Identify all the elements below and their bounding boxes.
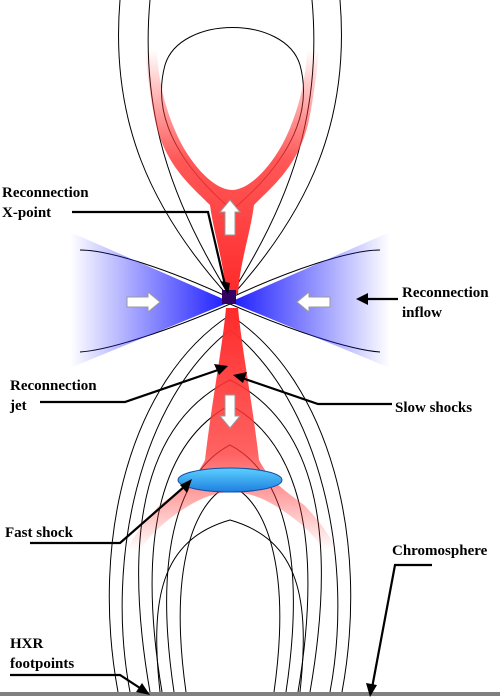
chromosphere-label: Chromosphere	[392, 543, 488, 559]
inflow-label-line2: inflow	[402, 305, 442, 321]
label-reconnection-xpoint: Reconnection X-point	[2, 185, 89, 221]
xpoint-label-line1: Reconnection	[2, 185, 89, 201]
label-reconnection-inflow: Reconnection inflow	[402, 285, 489, 321]
right-inflow-arrow	[296, 290, 331, 314]
upper-reconnection-jet	[145, 50, 319, 294]
fast-shock-label: Fast shock	[5, 525, 74, 541]
label-hxr-footpoints: HXR footpoints	[10, 636, 74, 672]
jet-label-line2: jet	[9, 398, 27, 414]
jet-label-line1: Reconnection	[10, 378, 97, 394]
pointer-lines	[10, 210, 432, 697]
fast-shock-disc	[177, 467, 283, 493]
slow-shocks-label: Slow shocks	[395, 400, 472, 416]
left-inflow-arrow	[126, 290, 161, 314]
hxr-label-line1: HXR	[10, 636, 44, 652]
flow-arrows	[126, 199, 331, 429]
label-reconnection-jet: Reconnection jet	[9, 378, 97, 414]
x-point-marker	[222, 290, 236, 304]
lower-reconnection-jet	[128, 308, 336, 550]
xpoint-label-line2: X-point	[2, 205, 51, 221]
up-flow-arrow	[218, 199, 242, 236]
down-flow-arrow	[218, 394, 242, 429]
hxr-label-line2: footpoints	[10, 656, 74, 672]
inflow-label-line1: Reconnection	[402, 285, 489, 301]
